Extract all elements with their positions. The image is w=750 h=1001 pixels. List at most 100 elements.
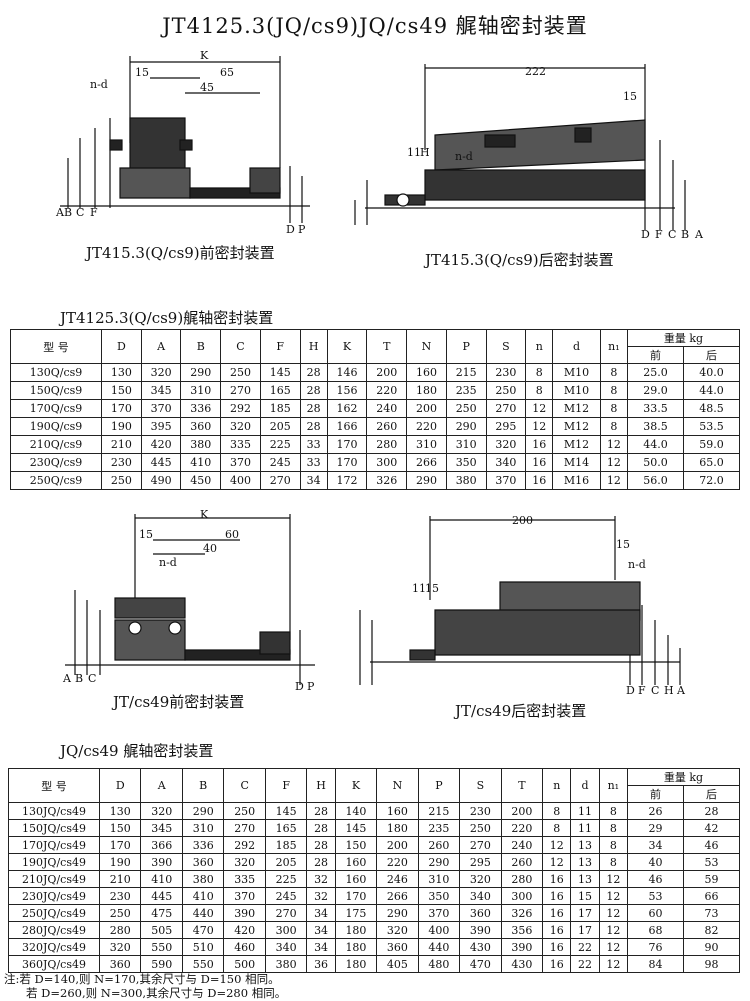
value-cell: 175 <box>334 904 378 922</box>
value-cell: 335 <box>220 435 261 454</box>
label-h: H <box>664 684 674 695</box>
value-cell: 445 <box>140 887 183 905</box>
value-cell: 300 <box>500 887 544 905</box>
value-cell: 400 <box>220 471 261 490</box>
value-cell: 16 <box>542 938 572 956</box>
model-cell: 250Q/cs9 <box>10 471 102 490</box>
value-cell: 300 <box>366 453 408 472</box>
value-cell: 170 <box>98 836 142 854</box>
value-cell: 28 <box>299 363 328 382</box>
weight-header: 重量 kg <box>627 329 740 347</box>
value-cell: 12 <box>598 955 629 973</box>
value-cell: 33 <box>299 435 328 454</box>
value-cell: 180 <box>334 938 378 956</box>
label-b: B <box>64 206 72 219</box>
value-cell: 28 <box>306 836 336 854</box>
value-cell: 29.0 <box>627 381 684 400</box>
value-cell: 440 <box>417 938 461 956</box>
value-cell: 350 <box>445 453 487 472</box>
value-cell: 420 <box>223 921 266 939</box>
value-cell: 340 <box>459 887 502 905</box>
value-cell: 12 <box>598 870 629 888</box>
notes: 注:若 D=140,则 N=170,其余尺寸与 D=150 相同。 若 D=26… <box>4 972 286 1000</box>
value-cell: 550 <box>181 955 225 973</box>
dim-15: 15 <box>616 538 630 551</box>
value-cell: 370 <box>223 887 266 905</box>
header-cell: n₁ <box>599 329 629 364</box>
value-cell: 240 <box>366 399 408 418</box>
header-cell: C <box>220 329 261 364</box>
dim-15: 15 <box>623 90 637 103</box>
value-cell: 28 <box>299 381 328 400</box>
value-cell: 17 <box>570 904 600 922</box>
value-cell: 250 <box>445 399 487 418</box>
value-cell: 336 <box>180 399 222 418</box>
value-cell: 180 <box>376 819 419 837</box>
header-cell: n <box>542 768 572 803</box>
header-cell: A <box>140 329 182 364</box>
value-cell: M12 <box>552 417 601 436</box>
value-cell: 235 <box>417 819 461 837</box>
header-cell: T <box>366 329 408 364</box>
value-cell: 8 <box>598 819 629 837</box>
value-cell: 8 <box>542 819 572 837</box>
value-cell: 34 <box>299 471 328 490</box>
model-cell: 320JQ/cs49 <box>8 938 100 956</box>
value-cell: 360 <box>181 853 225 871</box>
header-cell: B <box>181 768 225 803</box>
value-cell: 390 <box>223 904 266 922</box>
note-line-1: 注:若 D=140,则 N=170,其余尺寸与 D=150 相同。 <box>4 972 280 986</box>
value-cell: 260 <box>500 853 544 871</box>
value-cell: 280 <box>366 435 408 454</box>
dim-n-d: n-d <box>159 556 177 569</box>
value-cell: 550 <box>140 938 183 956</box>
value-cell: 32 <box>306 887 336 905</box>
value-cell: 185 <box>259 399 301 418</box>
model-cell: 280JQ/cs49 <box>8 921 100 939</box>
value-cell: 320 <box>140 363 182 382</box>
value-cell: 370 <box>485 471 527 490</box>
value-cell: 230 <box>98 887 142 905</box>
value-cell: 28 <box>306 853 336 871</box>
value-cell: 8 <box>598 802 629 820</box>
value-cell: 76 <box>627 938 684 956</box>
value-cell: 160 <box>334 870 378 888</box>
value-cell: 245 <box>259 453 301 472</box>
value-cell: 160 <box>376 802 419 820</box>
value-cell: 16 <box>525 471 554 490</box>
value-cell: 290 <box>406 471 447 490</box>
table1-title: JT4125.3(Q/cs9)艉轴密封装置 <box>60 309 274 327</box>
value-cell: 44.0 <box>627 435 684 454</box>
label-c: C <box>668 228 676 240</box>
dim-k: K <box>200 510 209 521</box>
value-cell: 250 <box>459 819 502 837</box>
value-cell: 320 <box>459 870 502 888</box>
value-cell: 200 <box>500 802 544 820</box>
label-d: D <box>641 228 650 240</box>
value-cell: 266 <box>406 453 447 472</box>
value-cell: 470 <box>181 921 225 939</box>
dim-200: 200 <box>512 514 533 527</box>
value-cell: 13 <box>570 853 600 871</box>
value-cell: 290 <box>180 363 222 382</box>
dim-11: 11 <box>412 582 426 595</box>
model-cell: 150Q/cs9 <box>10 381 102 400</box>
value-cell: 280 <box>500 870 544 888</box>
weight-subheader: 前 <box>627 346 684 364</box>
value-cell: 210 <box>98 870 142 888</box>
label-a: A <box>694 228 704 240</box>
value-cell: 360 <box>376 938 419 956</box>
dim-11: 11 <box>407 146 421 159</box>
value-cell: 590 <box>140 955 183 973</box>
value-cell: 34 <box>306 938 336 956</box>
value-cell: 270 <box>223 819 266 837</box>
value-cell: 290 <box>181 802 225 820</box>
header-cell: d <box>570 768 600 803</box>
header-cell: H <box>306 768 336 803</box>
value-cell: 410 <box>180 453 222 472</box>
value-cell: 12 <box>598 887 629 905</box>
value-cell: 410 <box>181 887 225 905</box>
